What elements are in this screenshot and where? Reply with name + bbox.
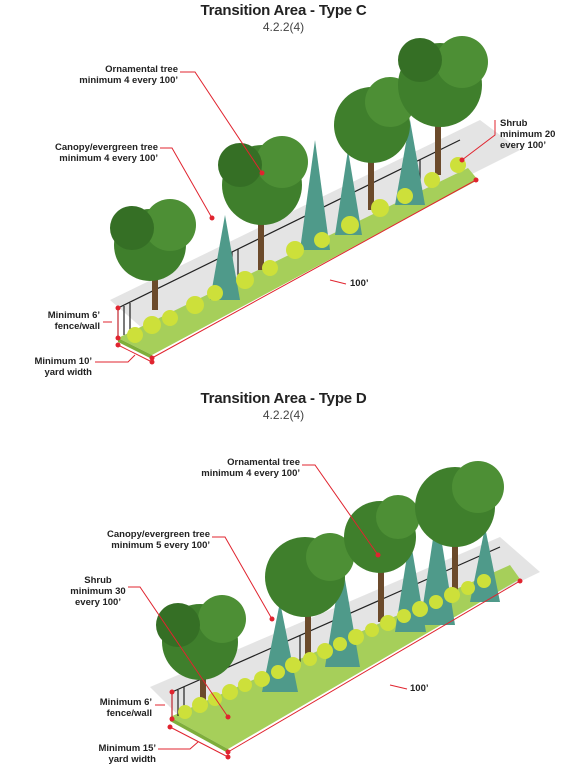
label-length: 100’ xyxy=(410,683,429,694)
landscape-illustration xyxy=(95,36,520,365)
panel-subtitle: 4.2.2(4) xyxy=(262,408,305,422)
annotation-lines xyxy=(128,464,521,758)
shrubs xyxy=(127,157,466,343)
annotation-dots xyxy=(115,157,479,365)
panel-type-c: Transition Area - Type C 4.2.2(4) xyxy=(0,0,567,387)
canopy-trees xyxy=(110,36,488,310)
label-fence: Minimum 6’fence/wall xyxy=(99,697,152,719)
panel-type-d: Transition Area - Type D 4.2.2(4) xyxy=(0,387,567,774)
label-fence: Minimum 6’fence/wall xyxy=(47,310,100,332)
lawn-strip xyxy=(118,168,478,355)
annotation-dots xyxy=(167,552,523,760)
panel-title: Transition Area - Type D xyxy=(200,390,367,407)
shrubs xyxy=(178,574,491,719)
label-yard-width: Minimum 10’yard width xyxy=(34,356,92,378)
label-length: 100’ xyxy=(350,278,369,289)
annotation-lines xyxy=(95,71,496,363)
panel-subtitle: 4.2.2(4) xyxy=(262,20,305,34)
label-yard-width: Minimum 15’yard width xyxy=(98,743,156,765)
landscape-illustration xyxy=(128,461,540,760)
panel-title: Transition Area - Type C xyxy=(200,2,367,19)
evergreen-trees xyxy=(210,120,425,300)
canopy-trees xyxy=(156,461,504,707)
